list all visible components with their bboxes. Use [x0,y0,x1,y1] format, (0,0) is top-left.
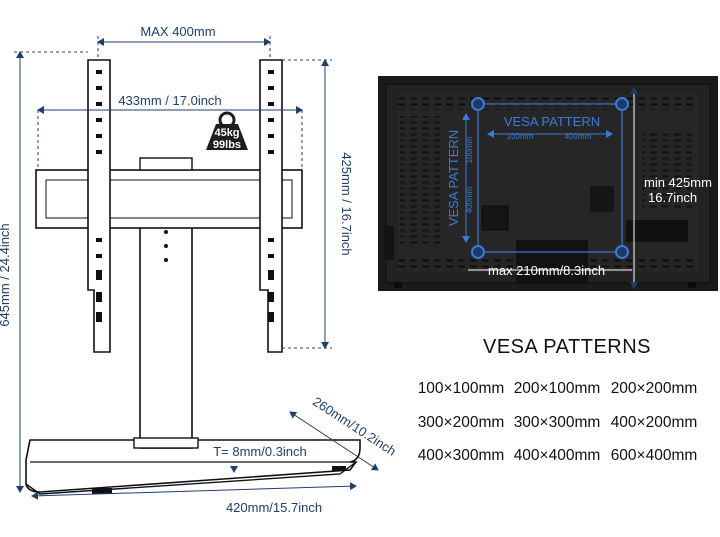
svg-text:100mm: 100mm [507,132,534,141]
svg-text:400mm: 400mm [465,186,474,213]
svg-text:45kg: 45kg [214,127,239,139]
pattern-cell: 400×300mm [418,447,505,464]
vesa-patterns-table: VESA PATTERNS 100×100mm 200×100mm 200×20… [418,336,698,464]
height-adjust-label: 425mm / 16.7inch [339,152,354,255]
tv-stand-drawing: 45kg 99lbs [25,59,361,495]
svg-text:400mm: 400mm [565,132,592,141]
weight-capacity-icon: 45kg 99lbs [206,111,248,151]
bracket-width-label: 433mm / 17.0inch [118,93,221,108]
pattern-cell: 300×200mm [418,414,505,431]
pattern-cell: 600×400mm [611,447,698,464]
vesa-hole-icons [471,97,629,259]
base-width-label: 420mm/15.7inch [226,500,322,515]
tv-labels: VESA PATTERN 100mm 400mm VESA PATTERN 10… [446,114,712,278]
right-upright [259,59,283,353]
vesa-vertical-label: VESA PATTERN [446,130,461,226]
min-height-label: min 425mm [644,175,712,190]
pattern-cell: 100×100mm [418,380,505,397]
pattern-cell: 200×200mm [611,380,698,397]
tv-back-image [378,76,718,291]
total-height-label: 645mm / 24.4inch [0,223,12,326]
pattern-cell: 200×100mm [514,380,601,397]
svg-text:100mm: 100mm [465,136,474,163]
pattern-cell: 300×300mm [514,414,601,431]
vesa-patterns-title: VESA PATTERNS [483,336,651,358]
max-width-label: MAX 400mm [140,24,215,39]
pattern-row: 300×200mm 300×300mm 400×200mm [418,414,698,431]
stand-dimensions [14,36,379,500]
svg-text:99lbs: 99lbs [213,139,241,151]
vesa-horizontal-label: VESA PATTERN [504,114,600,129]
pattern-cell: 400×200mm [611,414,698,431]
max-width-tv-label: max 210mm/8.3inch [488,263,605,278]
left-upright [87,59,111,353]
pattern-row: 100×100mm 200×100mm 200×200mm [418,380,698,397]
pattern-row: 400×300mm 400×400mm 600×400mm [418,447,698,464]
stand-column [139,209,193,449]
base-thickness-label: T= 8mm/0.3inch [213,444,307,459]
pattern-cell: 400×400mm [514,447,601,464]
svg-text:16.7inch: 16.7inch [648,190,697,205]
